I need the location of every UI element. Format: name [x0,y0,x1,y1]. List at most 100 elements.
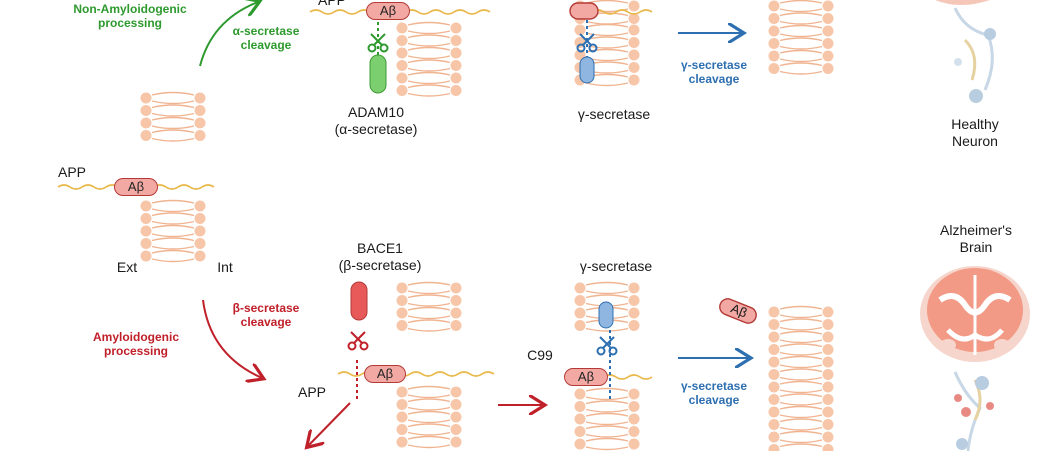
lipid-tail [779,37,823,50]
lipid-head [140,200,152,212]
lipid-head [574,320,586,331]
scissors-icon [596,336,618,356]
lipid-head [768,13,780,24]
lipid-head [768,431,780,443]
adam10-label: ADAM10(α-secretase) [334,104,418,137]
app-strand-bottom [337,371,495,377]
ab-fragment-top [569,2,599,20]
lipid-head [396,295,408,306]
lipid-head [396,60,408,71]
lipid-head [450,282,462,294]
app-left-label: APP [57,164,86,180]
lipid-head [822,356,834,368]
lipid-head [396,436,408,448]
lipid-head [822,25,834,37]
lipid-tail [585,400,629,413]
lipid-tail [407,306,451,320]
lipid-head [628,320,640,331]
lipid-tail [585,412,629,426]
lipid-tail [585,437,629,451]
lipid-tail [779,0,823,13]
lipid-tail [407,410,451,424]
lipid-head [822,63,834,74]
lipid-tail [779,405,823,419]
lipid-tail [407,59,451,72]
lipid-tail [779,318,823,331]
lipid-tail [407,84,451,97]
arrow-icon [199,2,258,67]
lipid-tail [151,104,195,117]
lipid-head [194,130,206,141]
lipid-head [768,369,780,380]
lipid-tail [779,355,823,369]
lipid-tail [151,212,195,225]
lipid-head [396,307,408,319]
lipid-head [768,331,780,343]
lipid-head [628,24,640,36]
lipid-head [140,213,152,224]
lipid-tail [407,294,451,307]
lipid-tail [779,24,823,38]
lipid-tail [407,398,451,411]
lipid-tail [585,36,629,49]
lipid-head [140,238,152,249]
lipid-head [768,444,780,451]
lipid-tail [407,281,451,295]
lipid-head [450,320,462,331]
lipid-head [450,60,462,71]
lipid-head [628,307,640,319]
ext-label: Ext [116,259,138,275]
lipid-head [450,72,462,84]
c99-label: C99 [527,347,553,363]
lipid-head [194,213,206,224]
lipid-tail [779,393,823,406]
lipid-head [628,388,640,400]
ab-badge-top: Aβ [366,2,410,20]
scissors-icon [367,33,389,53]
lipid-tail [779,12,823,25]
lipid-head [628,0,640,12]
lipid-tail [407,34,451,47]
lipid-head [768,0,780,12]
lipid-head [822,306,834,318]
lipid-tail [151,199,195,213]
lipid-tail [151,224,195,238]
gamma-enzyme-top [579,56,595,84]
lipid-head [396,47,408,59]
lipid-head [628,62,640,73]
lipid-tail [407,423,451,436]
lipid-head [140,117,152,129]
lipid-head [396,22,408,34]
lipid-head [822,344,834,355]
lipid-head [768,406,780,418]
bace1-enzyme [350,281,368,321]
lipid-head [574,307,586,319]
lipid-head [822,38,834,49]
lipid-tail [151,129,195,142]
lipid-head [822,406,834,418]
lipid-tail [407,435,451,449]
lipid-tail [585,281,629,295]
lipid-head [628,413,640,425]
ab-badge-bottom: Aβ [364,365,406,383]
lipid-tail [779,62,823,75]
lipid-head [450,399,462,410]
lipid-head [628,426,640,437]
lipid-head [450,47,462,59]
lipid-head [628,401,640,412]
lipid-tail [585,387,629,401]
lipid-head [768,356,780,368]
lipid-tail [779,330,823,344]
lipid-tail [779,49,823,63]
arrow-icon [308,402,351,446]
lipid-head [768,25,780,37]
lipid-head [768,344,780,355]
lipid-head [628,74,640,86]
lipid-head [768,38,780,49]
app-strand-top-mid [591,9,653,15]
